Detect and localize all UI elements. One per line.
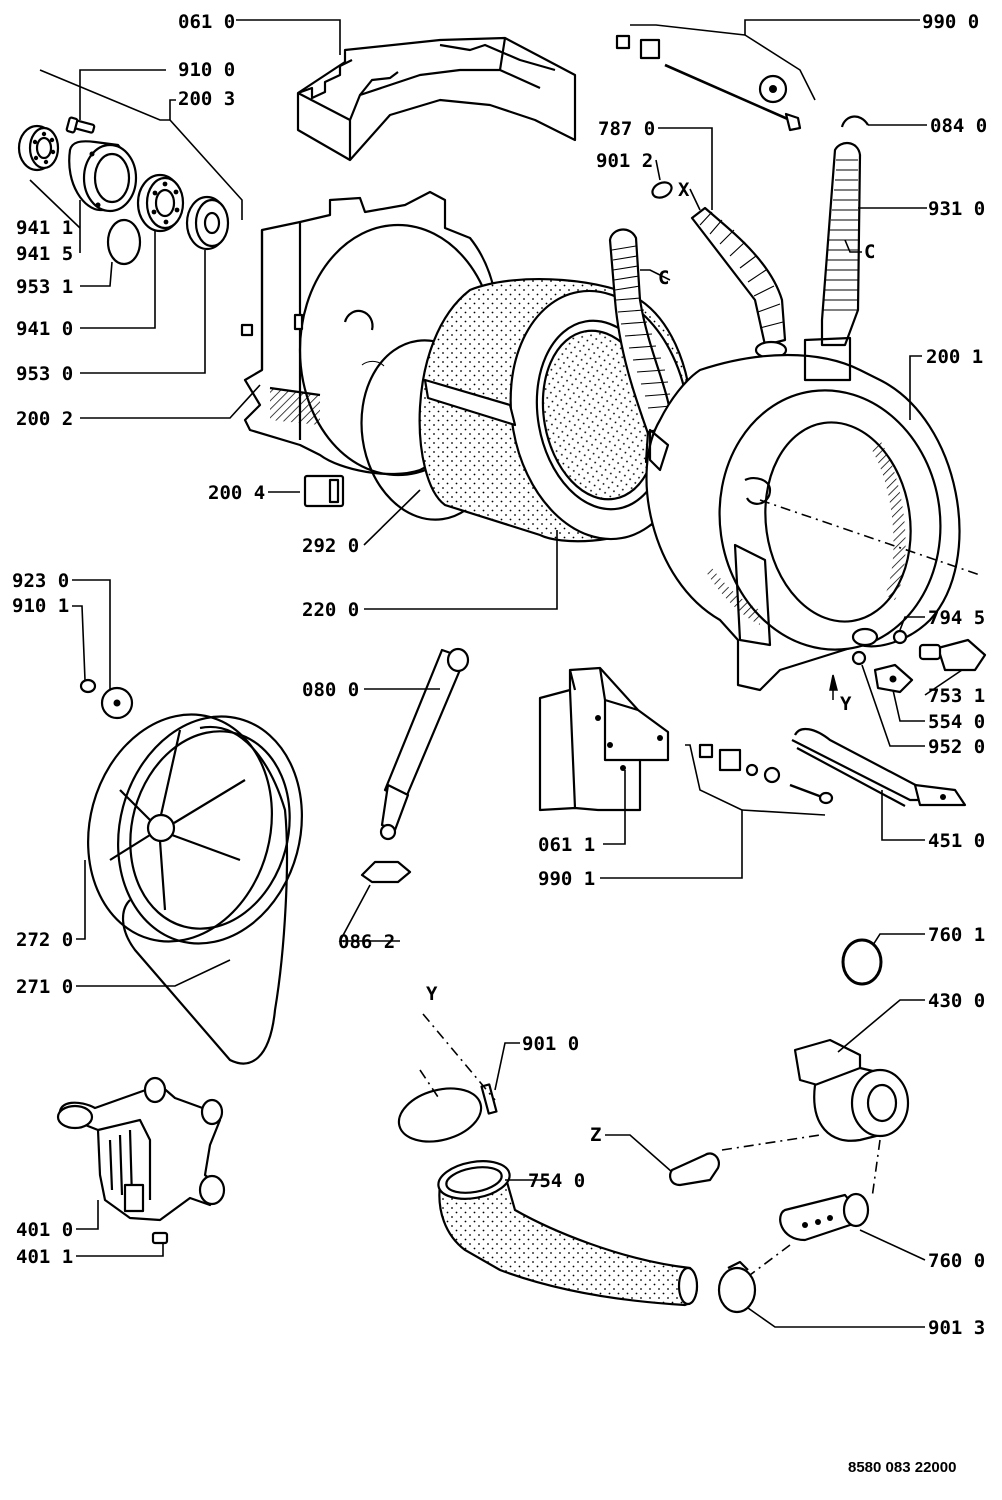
- bracket-086-2-part: [360, 860, 412, 884]
- hose-931-part: [820, 142, 862, 347]
- seal-ring-953-1-part: [106, 218, 142, 266]
- label-794-5: 794 5: [928, 607, 985, 629]
- label-931-0: 931 0: [928, 198, 985, 220]
- clamp-901-3-part: [717, 1260, 757, 1314]
- filter-part: [779, 1192, 870, 1242]
- label-220-0: 220 0: [302, 599, 359, 621]
- label-271-0: 271 0: [16, 976, 73, 998]
- label-953-0: 953 0: [16, 363, 73, 385]
- label-953-1: 953 1: [16, 276, 73, 298]
- hose-clamp-084-part: [840, 115, 869, 128]
- label-941-5: 941 5: [16, 243, 73, 265]
- label-760-0: 760 0: [928, 1250, 985, 1272]
- heater-element-part: [791, 727, 967, 807]
- bearing-941-1-part: [17, 124, 60, 172]
- label-200-3: 200 3: [178, 88, 235, 110]
- assembly-markers: X C C Y Y Z: [426, 179, 875, 1146]
- label-941-0: 941 0: [16, 318, 73, 340]
- ring-760-1-part: [841, 938, 883, 986]
- label-200-2: 200 2: [16, 408, 73, 430]
- label-754-0: 754 0: [528, 1170, 585, 1192]
- heater-sensor-parts: [851, 629, 987, 694]
- nut-washer-part: [79, 678, 134, 720]
- label-952-0: 952 0: [928, 736, 985, 758]
- label-401-1: 401 1: [16, 1246, 73, 1268]
- label-990-0: 990 0: [922, 11, 979, 33]
- label-292-0: 292 0: [302, 535, 359, 557]
- bolt-kit-990-1-part: [698, 743, 834, 805]
- label-787-0: 787 0: [598, 118, 655, 140]
- label-084-0: 084 0: [930, 115, 987, 137]
- label-901-2: 901 2: [596, 150, 653, 172]
- label-430-0: 430 0: [928, 990, 985, 1012]
- small-hose-z-part: [669, 1152, 720, 1187]
- label-990-1: 990 1: [538, 868, 595, 890]
- shock-absorber-part: [379, 647, 470, 841]
- bellows-787-part: [690, 206, 788, 360]
- front-tub-part: [645, 336, 961, 692]
- marker-c-left: C: [658, 267, 669, 289]
- seal-953-0-part: [185, 195, 230, 251]
- label-753-1: 753 1: [928, 685, 985, 707]
- label-080-0: 080 0: [302, 679, 359, 701]
- drain-hose-754-part: [437, 1160, 699, 1307]
- counterweight-front-part: [538, 666, 670, 812]
- part-number-labels: 061 0 910 0 200 3 941 1 941 5 953 1 941 …: [12, 11, 987, 1339]
- label-451-0: 451 0: [928, 830, 985, 852]
- assembly-axis-lines: [419, 499, 981, 1276]
- marker-y-bottom: Y: [426, 983, 438, 1005]
- label-554-0: 554 0: [928, 711, 985, 733]
- document-number: 8580 083 22000: [848, 1459, 956, 1476]
- bearing-housing-part: [68, 140, 138, 213]
- label-086-2: 086 2: [338, 931, 395, 953]
- leader-lines: [29, 19, 963, 1328]
- drive-belt-part: [122, 725, 289, 1065]
- clip-200-4-part: [303, 474, 345, 508]
- drain-pump-part: [793, 1038, 910, 1142]
- marker-y-tub: Y: [840, 693, 852, 715]
- bearing-941-0-part: [136, 173, 185, 233]
- clip-401-1-part: [151, 1231, 169, 1245]
- label-923-0: 923 0: [12, 570, 69, 592]
- label-200-1: 200 1: [926, 346, 983, 368]
- label-910-0: 910 0: [178, 59, 235, 81]
- label-061-0: 061 0: [178, 11, 235, 33]
- label-910-1: 910 1: [12, 595, 69, 617]
- label-760-1: 760 1: [928, 924, 985, 946]
- drain-flap-part: [397, 1083, 498, 1143]
- motor-part: [56, 1076, 226, 1222]
- label-901-0: 901 0: [522, 1033, 579, 1055]
- label-401-0: 401 0: [16, 1219, 73, 1241]
- marker-z: Z: [590, 1124, 601, 1146]
- label-941-1: 941 1: [16, 217, 73, 239]
- marker-c-right: C: [864, 241, 875, 263]
- pulley-part: [87, 713, 303, 945]
- label-901-3: 901 3: [928, 1317, 985, 1339]
- counterweight-top-part: [296, 36, 577, 162]
- label-061-1: 061 1: [538, 834, 595, 856]
- clamp-901-2-part: [651, 181, 673, 199]
- marker-x: X: [678, 179, 690, 201]
- label-272-0: 272 0: [16, 929, 73, 951]
- arrow-y-icon: [829, 674, 838, 691]
- screw-910-part: [65, 116, 96, 134]
- label-200-4: 200 4: [208, 482, 265, 504]
- bolt-kit-990-0-part: [615, 34, 802, 132]
